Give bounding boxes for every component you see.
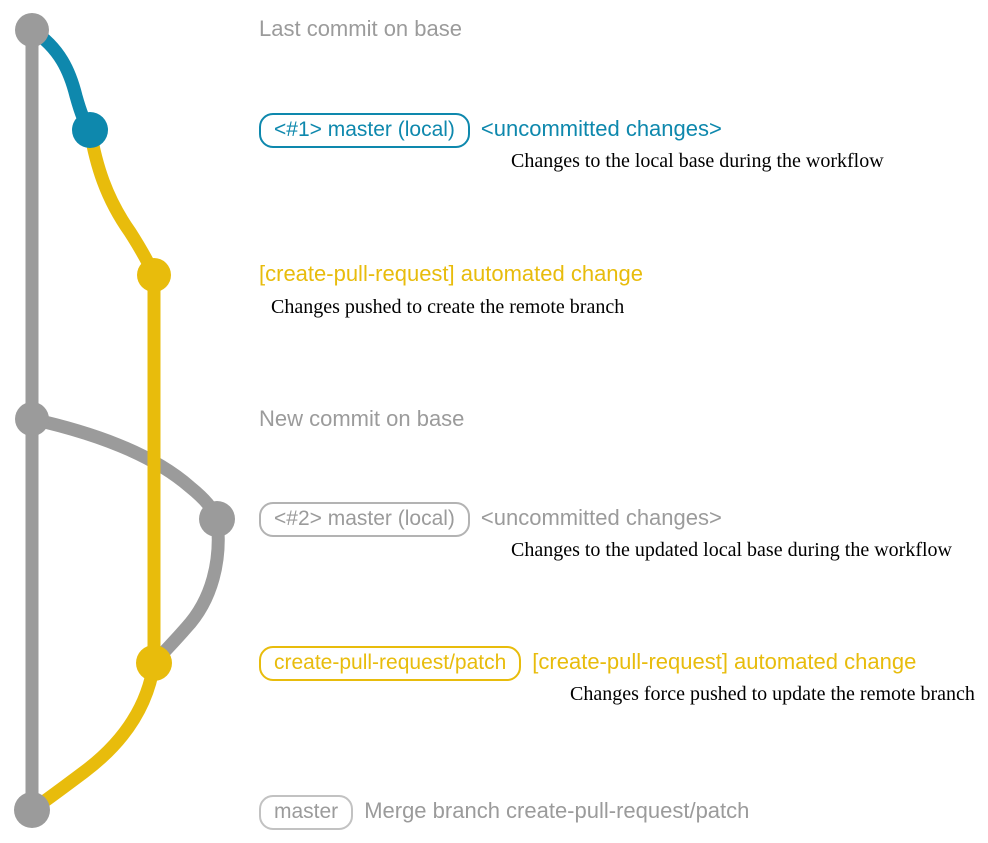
commit-node-patch-2[interactable]: [136, 645, 172, 681]
commit-row-last-commit-on-base: Last commit on base: [259, 16, 462, 41]
lane-patch-yellow: [83, 123, 161, 670]
commit-subject: <uncommitted changes>: [480, 505, 722, 530]
commit-row-local-uncommitted-2: <#2> master (local) <uncommitted changes…: [259, 502, 722, 538]
ref-badge-master-local-1[interactable]: <#1> master (local): [259, 113, 470, 149]
lane-local2-gray: [25, 412, 224, 526]
commit-note: Changes to the updated local base during…: [511, 539, 952, 561]
commit-node-local-1[interactable]: [72, 112, 108, 148]
ref-badge-create-pull-request-patch[interactable]: create-pull-request/patch: [259, 646, 522, 682]
commit-row-merge-commit: master Merge branch create-pull-request/…: [259, 795, 750, 831]
lane-local2-down-gray: [147, 512, 225, 670]
commit-row-automated-change-2: create-pull-request/patch [create-pull-r…: [259, 646, 917, 682]
commit-note: Changes pushed to create the remote bran…: [271, 296, 625, 318]
lane-merge-yellow: [25, 656, 161, 817]
commit-node-local-2[interactable]: [199, 501, 235, 537]
commit-subject: [create-pull-request] automated change: [259, 261, 644, 286]
commit-row-automated-change-1: [create-pull-request] automated change: [259, 261, 644, 286]
commit-subject: Merge branch create-pull-request/patch: [364, 798, 750, 823]
commit-nodes: [14, 13, 235, 828]
ref-badge-master[interactable]: master: [259, 795, 354, 831]
commit-node-base-new[interactable]: [15, 402, 49, 436]
commit-subject: <uncommitted changes>: [480, 116, 722, 141]
commit-note: Changes to the local base during the wor…: [511, 150, 884, 172]
commit-row-local-uncommitted-1: <#1> master (local) <uncommitted changes…: [259, 113, 722, 149]
commit-note: Changes force pushed to update the remot…: [570, 683, 975, 705]
commit-node-patch-1[interactable]: [137, 258, 171, 292]
commit-node-merge-master[interactable]: [14, 792, 50, 828]
commit-subject: Last commit on base: [259, 16, 462, 41]
ref-badge-master-local-2[interactable]: <#2> master (local): [259, 502, 470, 538]
commit-node-base-last[interactable]: [15, 13, 49, 47]
commit-subject: [create-pull-request] automated change: [532, 649, 917, 674]
commit-subject: New commit on base: [259, 406, 465, 431]
commit-row-new-commit-on-base: New commit on base: [259, 406, 465, 431]
